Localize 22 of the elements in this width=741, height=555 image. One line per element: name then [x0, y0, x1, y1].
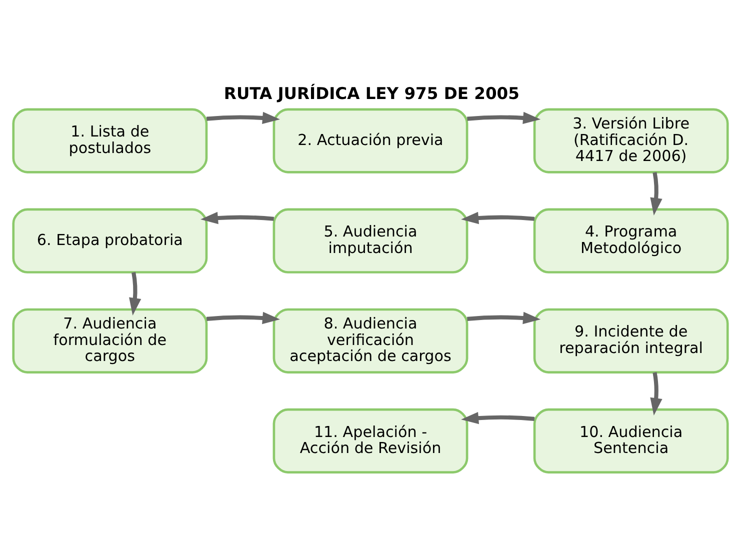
arrow	[461, 412, 535, 424]
diagram-title: RUTA JURÍDICA LEY 975 DE 2005	[224, 84, 520, 104]
node-box: 11. Apelación - Acción de Revisión	[272, 408, 468, 474]
node-box: 8. Audiencia verificación aceptación de cargos	[272, 308, 468, 374]
node-box: 9. Incidente de reparación integral	[533, 308, 729, 374]
node-box: 7. Audiencia formulación de cargos	[12, 308, 208, 374]
arrow	[200, 212, 274, 224]
arrow	[129, 272, 142, 316]
arrow	[206, 312, 280, 324]
arrow	[650, 172, 662, 216]
node-box: 6. Etapa probatoria	[12, 208, 208, 274]
node-box: 3. Versión Libre (Ratificación D. 4417 de 2006)	[533, 108, 729, 174]
arrow	[206, 112, 280, 124]
node-box: 2. Actuación previa	[272, 108, 468, 174]
arrow	[461, 212, 535, 224]
node-box: 4. Programa Metodológico	[533, 208, 729, 274]
arrow	[467, 112, 541, 124]
node-box: 5. Audiencia imputación	[272, 208, 468, 274]
node-box: 10. Audiencia Sentencia	[533, 408, 729, 474]
arrow	[467, 312, 541, 324]
node-box: 1. Lista de postulados	[12, 108, 208, 174]
arrow	[650, 372, 662, 416]
